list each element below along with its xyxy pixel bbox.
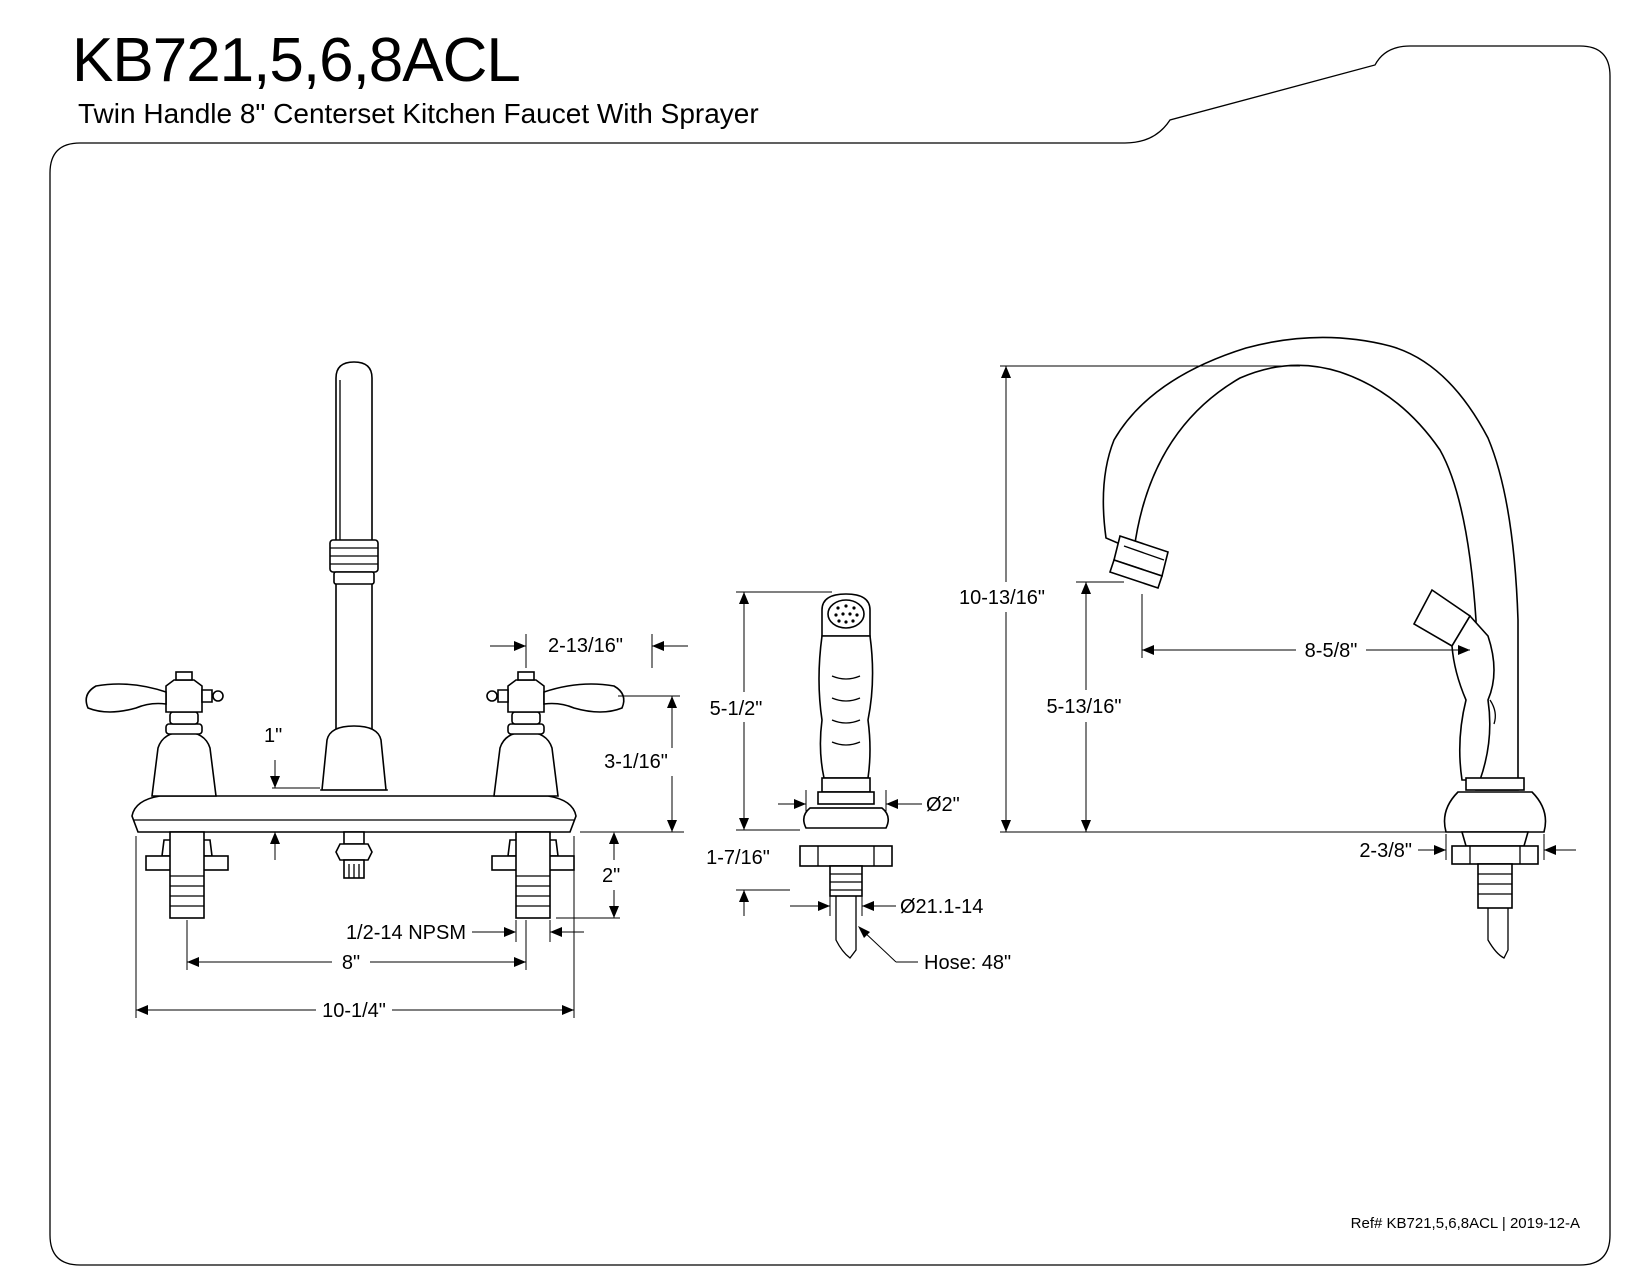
front-view-faucet: [85, 361, 625, 919]
dim-side-5-13-16: 5-13/16": [1047, 696, 1122, 718]
dim-sprayer-thread: Ø21.1-14: [900, 896, 983, 918]
sprayer-dimensions: [736, 591, 922, 963]
sprayer-view: [799, 593, 893, 959]
dim-sprayer-1-7-16: 1-7/16": [706, 847, 770, 869]
drawing-frame: [49, 45, 1611, 1266]
dim-side-2-3-8: 2-3/8": [1359, 840, 1412, 862]
dim-sprayer-2in: Ø2": [926, 794, 960, 816]
dim-front-2-13-16: 2-13/16": [548, 635, 623, 657]
dim-front-3-1-16: 3-1/16": [604, 751, 668, 773]
dim-sprayer-5-1-2: 5-1/2": [710, 698, 763, 720]
dim-side-8-5-8: 8-5/8": [1305, 640, 1358, 662]
page-subtitle: Twin Handle 8" Centerset Kitchen Faucet …: [78, 98, 759, 129]
side-view-faucet: [1102, 336, 1547, 959]
side-view-dimensions: [1000, 365, 1576, 860]
page-title: KB721,5,6,8ACL: [72, 26, 521, 95]
dim-front-2in: 2": [602, 865, 620, 887]
dim-front-npsm: 1/2-14 NPSM: [346, 922, 466, 944]
dim-front-8in: 8": [342, 952, 360, 974]
front-view-dimensions: [135, 634, 688, 1018]
dim-sprayer-hose: Hose: 48": [924, 952, 1011, 974]
dim-side-10-13-16: 10-13/16": [959, 587, 1045, 609]
reference-number: Ref# KB721,5,6,8ACL | 2019-12-A: [1351, 1215, 1580, 1232]
dim-front-10-1-4: 10-1/4": [322, 1000, 386, 1022]
dim-front-1in: 1": [264, 725, 282, 747]
